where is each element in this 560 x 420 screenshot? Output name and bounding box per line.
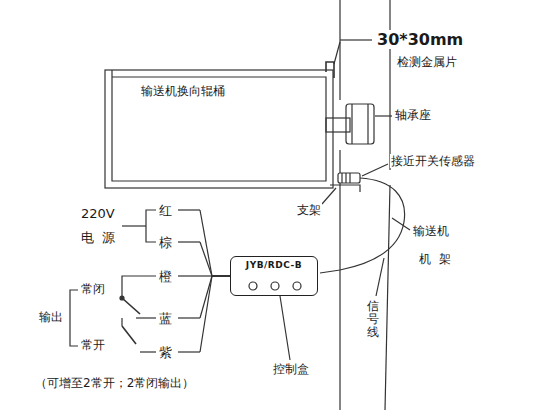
part-label: 紫 <box>158 345 173 361</box>
part-label: （可增至2常开；2常闭输出） <box>34 376 195 390</box>
part-label: 30*30mm <box>376 30 464 49</box>
wire <box>200 242 212 276</box>
wire <box>178 317 200 318</box>
leader-line <box>376 258 384 296</box>
roller-drum <box>105 70 333 188</box>
wire <box>200 210 212 276</box>
part-label: 220V <box>80 206 116 222</box>
knob <box>249 282 257 290</box>
bearing-seat-detail <box>367 104 368 144</box>
frame-line <box>339 0 340 100</box>
power-bracket <box>146 210 156 242</box>
metal-sheet <box>326 62 334 78</box>
sensor-thread <box>341 173 342 183</box>
part-label: 轴承座 <box>394 108 432 122</box>
power-bracket <box>122 225 146 226</box>
part-label: 输送机换向辊桶 <box>140 84 226 98</box>
control-box: JYB/RDC-B <box>230 256 318 296</box>
part-label: 棕 <box>158 235 173 251</box>
part-label: 检测金属片 <box>396 55 458 69</box>
sensor-thread <box>349 173 350 183</box>
signal-wire <box>320 178 405 273</box>
wire <box>178 351 200 352</box>
leader-line <box>334 42 340 64</box>
cable <box>212 275 232 277</box>
part-label: 常闭 <box>80 282 106 296</box>
switch-pivot <box>120 296 124 300</box>
frame-line <box>385 185 390 410</box>
switch-blade <box>122 326 136 344</box>
part-label: 支架 <box>296 203 322 217</box>
leader-line <box>362 164 388 176</box>
switch-common <box>122 276 156 298</box>
leader-line <box>392 218 410 230</box>
part-label: 控制盒 <box>272 362 310 376</box>
wire <box>200 276 212 352</box>
bearing-seat <box>346 104 374 144</box>
part-label: 输出 <box>38 310 64 324</box>
switch-no <box>121 318 122 326</box>
wire <box>178 275 200 276</box>
wire <box>178 241 200 242</box>
wire <box>178 209 200 210</box>
part-label: 蓝 <box>158 311 173 327</box>
vertical-label: 信号线 <box>366 300 380 340</box>
leader-line <box>322 188 336 204</box>
part-label: 机架 <box>418 252 460 266</box>
part-label: 红 <box>158 203 173 219</box>
sensor-bracket <box>330 185 360 192</box>
part-label: 常开 <box>80 338 106 352</box>
output-bracket <box>70 290 78 346</box>
leader-line <box>375 115 392 116</box>
bearing-seat-detail <box>351 104 352 144</box>
model-number: JYB/RDC-B <box>231 257 317 270</box>
roller-drum-inner <box>112 70 326 181</box>
frame-line <box>389 0 390 170</box>
part-label: 电源 <box>80 230 124 246</box>
knob <box>271 282 279 290</box>
proximity-sensor <box>338 173 360 183</box>
switch-no-contact <box>140 351 156 352</box>
part-label: 橙 <box>158 269 173 285</box>
leader-line <box>340 39 372 40</box>
frame-line <box>339 150 340 410</box>
leader-line <box>280 296 290 360</box>
wire <box>200 275 212 276</box>
switch-blade <box>122 298 140 314</box>
knob <box>293 282 301 290</box>
part-label: 输送机 <box>412 224 450 238</box>
switch-nc-contact <box>136 317 156 318</box>
part-label: 接近开关传感器 <box>390 154 476 168</box>
sensor-thread <box>345 173 346 183</box>
